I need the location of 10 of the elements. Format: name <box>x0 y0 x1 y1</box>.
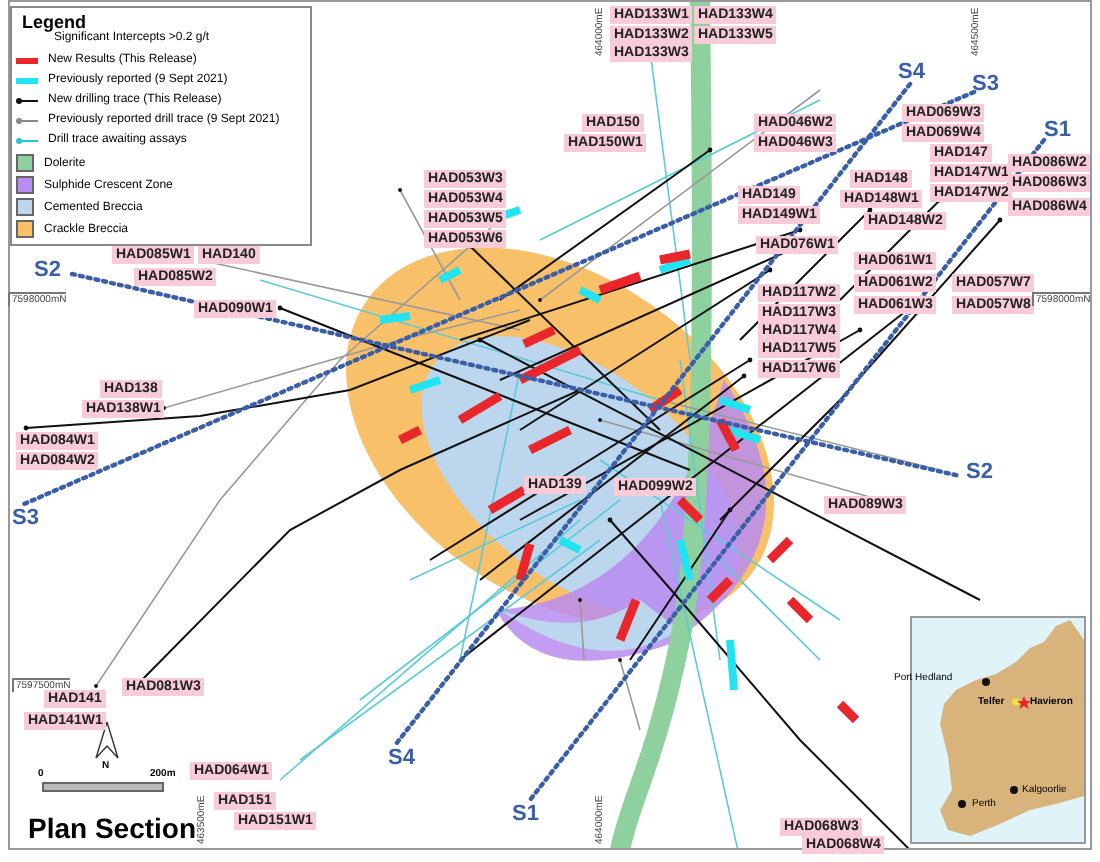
legend-heading: Legend <box>22 12 87 32</box>
section-label: S4 <box>898 60 925 84</box>
section-label: S1 <box>512 802 539 826</box>
section-label: S3 <box>12 506 39 530</box>
section-label: S4 <box>388 746 415 770</box>
section-label: S2 <box>966 460 993 484</box>
section-label: S1 <box>1044 118 1071 142</box>
map-title: Plan Section <box>28 812 197 844</box>
section-label: S2 <box>34 258 61 282</box>
section-label: S3 <box>972 72 999 96</box>
